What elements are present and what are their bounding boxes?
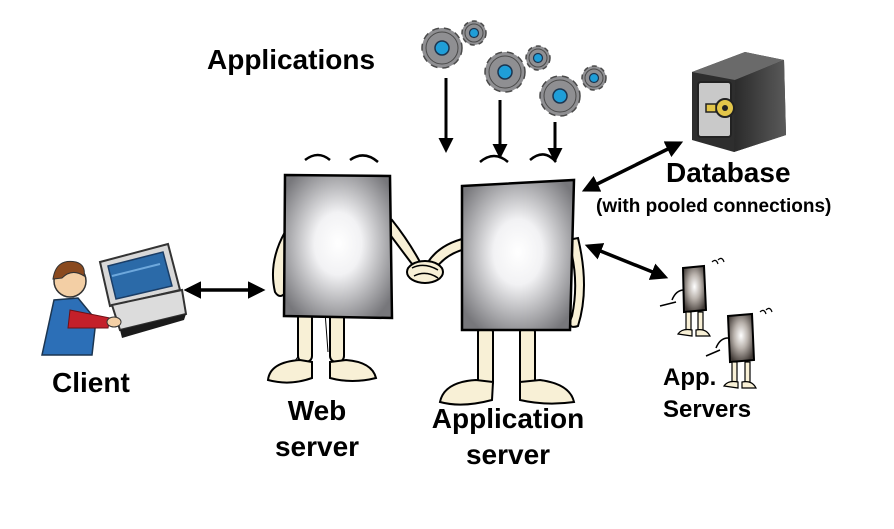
- small-document-character-icon: [705, 307, 773, 389]
- arrow-database: [581, 141, 684, 192]
- web-server-label-line1: Web: [287, 395, 347, 426]
- application-server-label-line2: server: [465, 439, 551, 470]
- gear-icon: [484, 45, 551, 93]
- document-character-icon: [266, 153, 422, 384]
- database-note: (with pooled connections): [596, 196, 832, 217]
- arrow-app-servers: [584, 243, 669, 280]
- app-servers-label: App. Servers: [663, 362, 751, 426]
- database-label: Database: [666, 157, 791, 188]
- app-servers-label-line2: Servers: [663, 396, 752, 423]
- app-servers-label-line1: App.: [663, 364, 717, 391]
- application-server-label-line1: Application: [431, 403, 585, 434]
- document-character-icon: [406, 153, 585, 406]
- web-server-label: Web server: [262, 393, 372, 465]
- application-server-label: Application server: [418, 401, 598, 473]
- safe-icon: [692, 52, 786, 152]
- small-document-character-icon: [659, 257, 725, 337]
- gear-icon: [539, 65, 607, 117]
- person-at-computer-icon: [41, 242, 188, 356]
- client-label: Client: [52, 367, 130, 398]
- gear-icon: [421, 20, 487, 69]
- web-server-label-line2: server: [274, 431, 360, 462]
- applications-label: Applications: [207, 44, 376, 75]
